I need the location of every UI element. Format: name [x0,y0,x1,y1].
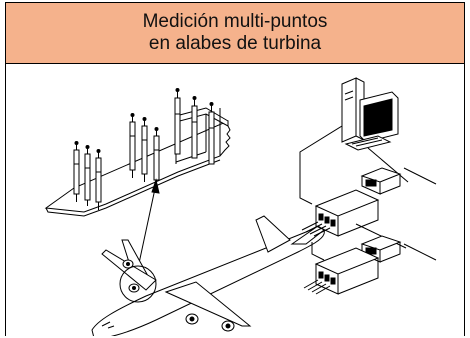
probe-icon [191,96,198,159]
title-bar: Medición multi-puntos en alabes de turbi… [6,3,464,64]
airplane-icon [91,215,325,336]
probe-icon [129,113,136,178]
probe-icon [208,102,215,165]
illustration [44,77,437,336]
title-line-1: Medición multi-puntos [142,11,328,32]
probe-icon [153,127,160,188]
magnification-arrow [137,178,160,269]
probe-icon [174,88,181,155]
probe-icon [84,145,91,206]
display-unit-icon [360,167,402,195]
amplifier-icon [301,189,380,237]
computer-icon [341,77,399,151]
amplifier-icon [303,247,380,295]
title-line-2: en alabes de turbina [148,33,322,54]
probe-icon [141,117,148,182]
probe-icon [95,149,102,210]
display-unit-icon [360,235,402,263]
diagram-frame: Medición multi-puntos en alabes de turbi… [5,2,465,336]
probe-icon [73,141,80,202]
network-cables [299,125,437,261]
